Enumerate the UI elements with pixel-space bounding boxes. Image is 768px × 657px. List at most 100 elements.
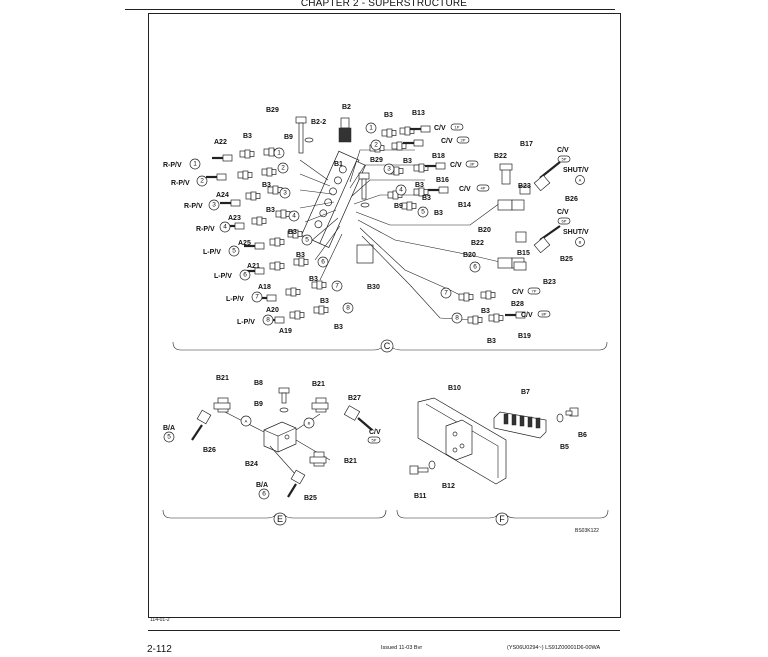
right-num-1: 1 bbox=[369, 125, 373, 132]
block-b24 bbox=[263, 421, 297, 453]
pill-3p: 3P bbox=[470, 162, 475, 167]
page-number: 2-112 bbox=[147, 644, 172, 655]
circle-b: B bbox=[579, 240, 582, 245]
label-b14: B14 bbox=[458, 202, 471, 209]
label-a24: A24 bbox=[216, 192, 229, 199]
section-c: C bbox=[172, 116, 608, 353]
label-b29b: B29 bbox=[370, 157, 383, 164]
port-label-5: L-P/V bbox=[203, 249, 221, 256]
right-num-4: 4 bbox=[399, 187, 403, 194]
section-e-labels: B21 B8 B21 B9 B27 B/A 5 A B C/V 5P B26 B… bbox=[163, 375, 381, 502]
issue-text: Issued 11-03 Bvr bbox=[381, 645, 423, 651]
label-b30: B30 bbox=[367, 284, 380, 291]
label-a19: A19 bbox=[279, 328, 292, 335]
label-b19: B19 bbox=[518, 333, 531, 340]
section-c-label: C bbox=[384, 341, 391, 351]
label-b15: B15 bbox=[517, 250, 530, 257]
label-b23: B23 bbox=[518, 183, 531, 190]
label-b2-2: B2-2 bbox=[311, 119, 326, 126]
label-e-b8: B8 bbox=[254, 380, 263, 387]
label-cv8: C/V bbox=[521, 312, 533, 319]
washer-b9-e bbox=[279, 407, 289, 413]
bolt-b8 bbox=[278, 387, 290, 404]
right-valves bbox=[497, 161, 561, 271]
washer-b9 bbox=[304, 137, 314, 143]
label-b3-left-3: B3 bbox=[266, 207, 275, 214]
left-num-4: 4 bbox=[292, 213, 296, 220]
label-b2: B2 bbox=[342, 104, 351, 111]
pill-6p: 6P bbox=[562, 219, 567, 224]
washer-b12 bbox=[428, 460, 436, 470]
label-a25: A25 bbox=[238, 240, 251, 247]
label-b29: B29 bbox=[266, 107, 279, 114]
footer-rule bbox=[148, 630, 620, 631]
label-b3b: B3 bbox=[403, 158, 412, 165]
label-b20b: B20 bbox=[463, 252, 476, 259]
pill-5p: 5P bbox=[562, 157, 567, 162]
label-e-ba6: B/A bbox=[256, 482, 268, 489]
port-num-2: 2 bbox=[200, 178, 204, 185]
port-label-4: R-P/V bbox=[196, 226, 215, 233]
label-cv6: C/V bbox=[557, 209, 569, 216]
label-a20: A20 bbox=[266, 307, 279, 314]
label-b3-left-1: B3 bbox=[243, 133, 252, 140]
chapter-title: CHAPTER 2 - SUPERSTRUCTURE bbox=[300, 0, 468, 9]
label-b1: B1 bbox=[334, 161, 343, 168]
label-e-b21c: B21 bbox=[344, 458, 357, 465]
label-f-b7: B7 bbox=[521, 389, 530, 396]
label-f-b11: B11 bbox=[414, 493, 427, 500]
label-a23: A23 bbox=[228, 215, 241, 222]
label-cv4: C/V bbox=[459, 186, 471, 193]
port-num-4: 4 bbox=[223, 224, 227, 231]
left-num-5: 5 bbox=[305, 237, 309, 244]
right-num-5: 5 bbox=[421, 209, 425, 216]
figure-frame bbox=[148, 13, 621, 618]
label-b26: B26 bbox=[565, 196, 578, 203]
label-b22: B22 bbox=[494, 153, 507, 160]
bolt-b6 bbox=[565, 407, 579, 417]
port-label-3: R-P/V bbox=[184, 203, 203, 210]
label-f-b10: B10 bbox=[448, 385, 461, 392]
label-shutv-a: SHUT/V bbox=[563, 167, 589, 174]
left-num-3: 3 bbox=[283, 190, 287, 197]
elbow-b21a bbox=[213, 397, 231, 413]
label-f-b12: B12 bbox=[442, 483, 455, 490]
left-num-2: 2 bbox=[281, 165, 285, 172]
label-cv5: C/V bbox=[557, 147, 569, 154]
label-a21: A21 bbox=[247, 263, 260, 270]
label-b3a: B3 bbox=[384, 112, 393, 119]
washer-b9b bbox=[360, 202, 370, 208]
label-b3f: B3 bbox=[481, 308, 490, 315]
right-num-8: 8 bbox=[455, 315, 459, 322]
circle-a: A bbox=[579, 178, 582, 183]
label-b3-left-2: B3 bbox=[262, 182, 271, 189]
label-f-b5: B5 bbox=[560, 444, 569, 451]
port-num-3: 3 bbox=[212, 202, 216, 209]
label-b3-left-7: B3 bbox=[320, 298, 329, 305]
header-rule bbox=[125, 9, 615, 10]
washer-b5 bbox=[556, 413, 564, 423]
port-num-7: 7 bbox=[255, 294, 259, 301]
port-num-6: 6 bbox=[243, 272, 247, 279]
num-e-5: 5 bbox=[167, 434, 171, 441]
left-num-8: 8 bbox=[346, 305, 350, 312]
pill-e-5p: 5P bbox=[372, 438, 377, 443]
label-b3-left-6: B3 bbox=[309, 276, 318, 283]
label-b25: B25 bbox=[560, 256, 573, 263]
section-f: F bbox=[396, 397, 609, 526]
section-c-marker bbox=[380, 339, 394, 353]
left-num-1: 1 bbox=[277, 150, 281, 157]
pill-2p: 2P bbox=[461, 138, 466, 143]
port-num-8: 8 bbox=[266, 317, 270, 324]
left-num-6: 6 bbox=[321, 259, 325, 266]
label-e-b27: B27 bbox=[348, 395, 361, 402]
label-b13: B13 bbox=[412, 110, 425, 117]
serial-reference: (YS06U0294~) LS91Z00001D6-00WA bbox=[507, 645, 601, 651]
label-b3g: B3 bbox=[487, 338, 496, 345]
right-num-7: 7 bbox=[444, 290, 448, 297]
label-b3-left-5: B3 bbox=[296, 252, 305, 259]
figure-code: BS03K122 bbox=[575, 528, 599, 534]
label-a22: A22 bbox=[214, 139, 227, 146]
doc-code: 114-01-2 bbox=[150, 617, 170, 623]
